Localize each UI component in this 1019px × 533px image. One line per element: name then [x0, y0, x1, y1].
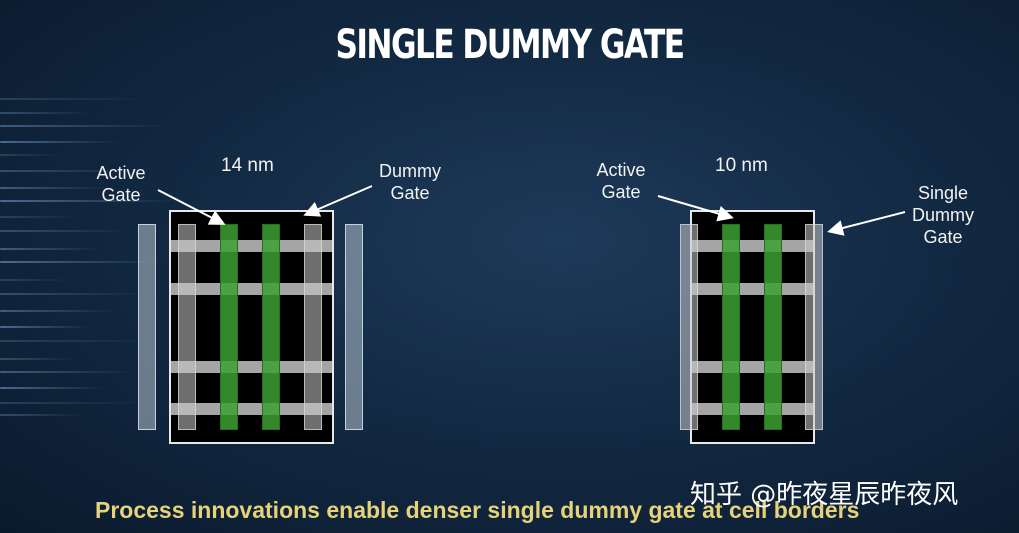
single-dummy-gate-10nm-right: [805, 224, 823, 430]
fin-14nm-3: [171, 361, 332, 373]
fin-10nm-2: [692, 283, 813, 295]
background-streak: [0, 141, 120, 143]
active-gate-label-10nm: Active Gate: [596, 160, 646, 202]
background-streak: [0, 387, 105, 389]
node-label-10nm: 10 nm: [715, 155, 768, 176]
dummy-gate-label-14nm: Dummy Gate: [379, 161, 441, 203]
background-streak: [0, 125, 170, 127]
fin-10nm-4: [692, 403, 813, 415]
background-streak: [0, 187, 110, 189]
background-streak: [0, 230, 130, 232]
background-streak: [0, 248, 100, 250]
active-gate-label-14nm: Active Gate: [96, 163, 146, 205]
background-streak: [0, 371, 135, 373]
active-gate-10nm-2: [764, 224, 782, 430]
active-gate-10nm-1: [722, 224, 740, 430]
background-streak: [0, 279, 70, 281]
single-dummy-gate-label-10nm: Single Dummy Gate: [912, 183, 974, 247]
neighbor-gate-right-14nm: [345, 224, 363, 430]
active-gate-14nm-2: [262, 224, 280, 430]
background-streak: [0, 358, 75, 360]
neighbor-gate-left-14nm: [138, 224, 156, 430]
background-streak: [0, 200, 175, 202]
background-streak: [0, 340, 160, 342]
fin-10nm-3: [692, 361, 813, 373]
watermark: 知乎 @昨夜星辰昨夜风: [690, 480, 959, 510]
fin-10nm-1: [692, 240, 813, 252]
background-streak: [0, 170, 140, 172]
background-streak: [0, 326, 90, 328]
page-title: SINGLE DUMMY GATE: [335, 22, 685, 68]
arrow-single-dummy-10nm: [827, 211, 906, 236]
single-dummy-gate-10nm-left: [680, 224, 698, 430]
background-streak: [0, 112, 90, 114]
background-streak: [0, 98, 150, 100]
fin-14nm-2: [171, 283, 332, 295]
fin-14nm-1: [171, 240, 332, 252]
background-streak: [0, 154, 60, 156]
background-streaks: [0, 90, 180, 420]
fin-14nm-4: [171, 403, 332, 415]
dummy-gate-14nm-left: [178, 224, 196, 430]
background-streak: [0, 402, 150, 404]
background-streak: [0, 216, 80, 218]
caption: Process innovations enable denser single…: [95, 497, 860, 523]
background-streak: [0, 261, 165, 263]
node-label-14nm: 14 nm: [221, 155, 274, 176]
background-streak: [0, 293, 145, 295]
background-streak: [0, 414, 85, 416]
dummy-gate-14nm-right: [304, 224, 322, 430]
background-streak: [0, 310, 115, 312]
active-gate-14nm-1: [220, 224, 238, 430]
